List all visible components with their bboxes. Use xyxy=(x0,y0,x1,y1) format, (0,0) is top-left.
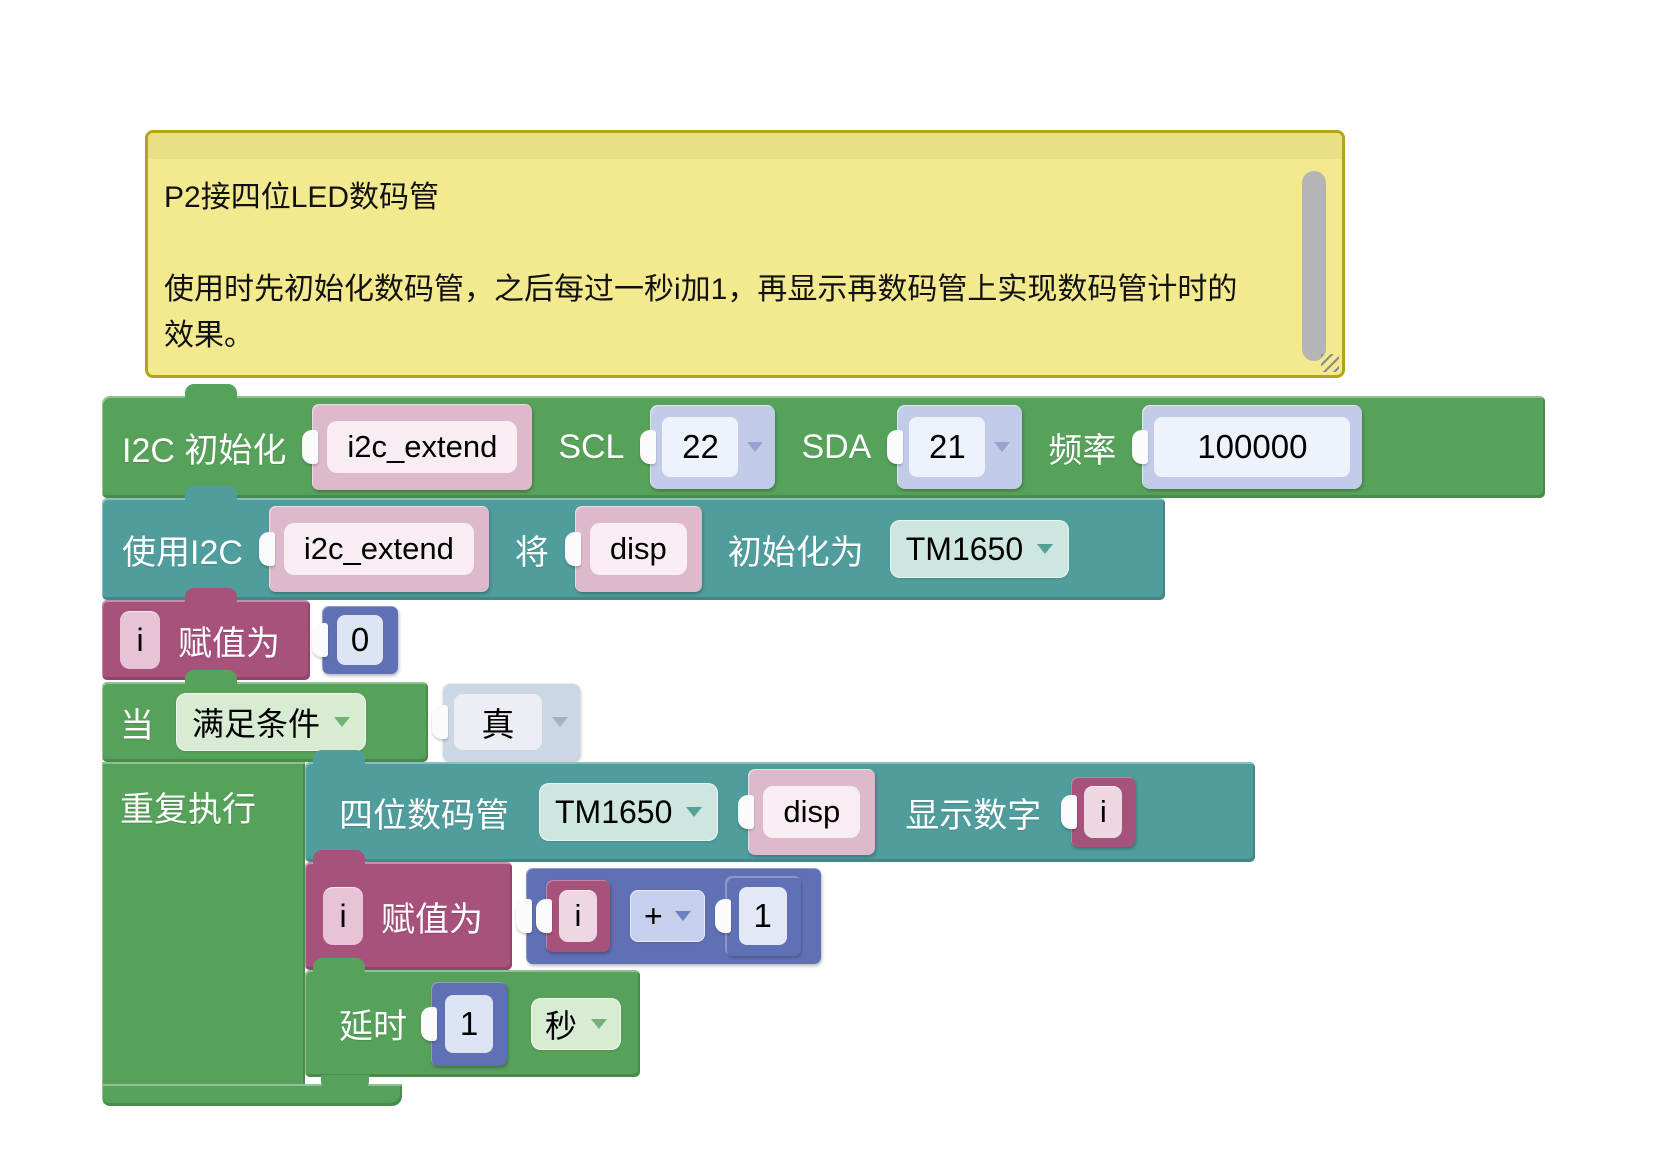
init-as-label: 初始化为 xyxy=(727,533,864,572)
variable-name: disp xyxy=(763,786,861,838)
variable-name: disp xyxy=(589,523,687,575)
dropdown-arrow-icon xyxy=(552,717,568,727)
comment-line-1: P2接四位LED数码管 xyxy=(164,181,440,214)
block-top-notch xyxy=(313,750,365,766)
variable-chip-i[interactable]: i xyxy=(323,887,363,945)
scl-pin-value[interactable]: 22 xyxy=(662,417,739,477)
variable-block-i2c-extend[interactable]: i2c_extend xyxy=(268,506,489,592)
condition-dropdown[interactable]: 满足条件 xyxy=(176,693,367,751)
variable-chip-i[interactable]: i xyxy=(120,611,160,669)
chip-model-dropdown[interactable]: TM1650 xyxy=(539,783,719,841)
block-top-notch xyxy=(185,384,237,400)
block-top-notch xyxy=(185,486,237,502)
scl-label: SCL xyxy=(558,427,625,466)
comment-box[interactable]: P2接四位LED数码管 使用时先初始化数码管，之后每过一秒i加1，再显示再数码管… xyxy=(145,130,1345,378)
will-label: 将 xyxy=(514,533,549,572)
block-top-notch xyxy=(313,850,365,866)
number-block-one[interactable]: 1 xyxy=(724,876,801,956)
block-top-notch xyxy=(313,958,365,974)
chip-model-value: TM1650 xyxy=(555,793,673,830)
comment-topbar xyxy=(148,133,1342,159)
variable-block-disp[interactable]: disp xyxy=(748,769,876,855)
number-value[interactable]: 1 xyxy=(738,887,787,945)
freq-label: 频率 xyxy=(1048,431,1117,470)
comment-scrollbar[interactable] xyxy=(1302,171,1326,361)
unit-value: 秒 xyxy=(545,1007,578,1044)
math-expression-block[interactable]: i + 1 xyxy=(526,868,821,964)
dropdown-arrow-icon xyxy=(334,717,351,727)
assign-label: 赋值为 xyxy=(178,624,280,663)
block-i2c-use[interactable]: 使用I2C i2c_extend 将 disp 初始化为 TM1650 xyxy=(102,486,1165,600)
sda-label: SDA xyxy=(801,427,872,466)
chip-model-dropdown[interactable]: TM1650 xyxy=(889,520,1070,578)
condition-dropdown-value: 满足条件 xyxy=(192,706,321,742)
variable-block-i[interactable]: i xyxy=(1071,777,1136,847)
block-while-header[interactable]: 当 满足条件 xyxy=(102,670,428,762)
sda-pin-value[interactable]: 21 xyxy=(909,417,986,477)
dropdown-arrow-icon xyxy=(591,1018,608,1029)
block-top-notch xyxy=(185,588,237,604)
variable-block-i2c-extend[interactable]: i2c_extend xyxy=(312,404,533,490)
scl-pin-dropdown[interactable]: 22 xyxy=(650,405,776,489)
block-bottom-tab xyxy=(321,1075,369,1090)
i2c-use-label: 使用I2C xyxy=(122,533,243,572)
variable-name: i2c_extend xyxy=(283,523,474,575)
comment-text[interactable]: P2接四位LED数码管 使用时先初始化数码管，之后每过一秒i加1，再显示再数码管… xyxy=(164,175,1254,359)
block-top-notch xyxy=(185,670,237,686)
i2c-init-label: I2C 初始化 xyxy=(122,431,287,470)
variable-chip-i: i xyxy=(1084,786,1123,838)
dropdown-arrow-icon xyxy=(994,442,1011,452)
block-delay[interactable]: 延时 1 秒 xyxy=(305,958,640,1090)
block-while-spine[interactable]: 重复执行 xyxy=(102,762,305,1106)
operator-dropdown[interactable]: + xyxy=(630,890,705,942)
chip-model-value: TM1650 xyxy=(905,530,1024,567)
number-value[interactable]: 0 xyxy=(337,615,383,665)
sda-pin-dropdown[interactable]: 21 xyxy=(897,405,1023,489)
number-block-delay[interactable]: 1 xyxy=(431,981,507,1066)
dropdown-arrow-icon xyxy=(674,911,691,921)
logic-block-true[interactable]: 真 xyxy=(442,683,580,761)
variable-block-disp[interactable]: disp xyxy=(574,506,702,592)
dropdown-arrow-icon xyxy=(747,442,764,452)
operator-value: + xyxy=(644,897,663,934)
block-i2c-init[interactable]: I2C 初始化 i2c_extend SCL 22 SDA 21 频率 1000… xyxy=(102,384,1545,498)
freq-value[interactable]: 100000 xyxy=(1154,417,1351,477)
number-block-zero[interactable]: 0 xyxy=(322,606,398,674)
dropdown-arrow-icon xyxy=(1037,544,1054,554)
variable-name: i2c_extend xyxy=(327,421,518,473)
dropdown-arrow-icon xyxy=(686,807,703,817)
freq-number-block[interactable]: 100000 xyxy=(1142,405,1363,489)
number-value[interactable]: 1 xyxy=(445,994,493,1053)
show-number-label: 显示数字 xyxy=(905,796,1042,835)
unit-dropdown[interactable]: 秒 xyxy=(531,997,622,1050)
logic-value[interactable]: 真 xyxy=(454,694,542,750)
variable-chip-i: i xyxy=(559,890,597,942)
comment-line-2: 使用时先初始化数码管，之后每过一秒i加1，再显示再数码管上实现数码管计时的效果。 xyxy=(164,273,1238,352)
block-increment[interactable]: i 赋值为 xyxy=(305,850,512,970)
resize-grip-icon[interactable] xyxy=(1321,354,1339,372)
block-assign-init[interactable]: i 赋值为 xyxy=(102,588,310,680)
delay-label: 延时 xyxy=(339,1008,407,1046)
display-label: 四位数码管 xyxy=(339,796,509,835)
block-display-digit[interactable]: 四位数码管 TM1650 disp 显示数字 i xyxy=(305,750,1255,862)
assign-label: 赋值为 xyxy=(381,900,483,939)
repeat-label: 重复执行 xyxy=(120,791,256,829)
while-label: 当 xyxy=(120,706,154,745)
variable-block-i[interactable]: i xyxy=(546,880,610,952)
